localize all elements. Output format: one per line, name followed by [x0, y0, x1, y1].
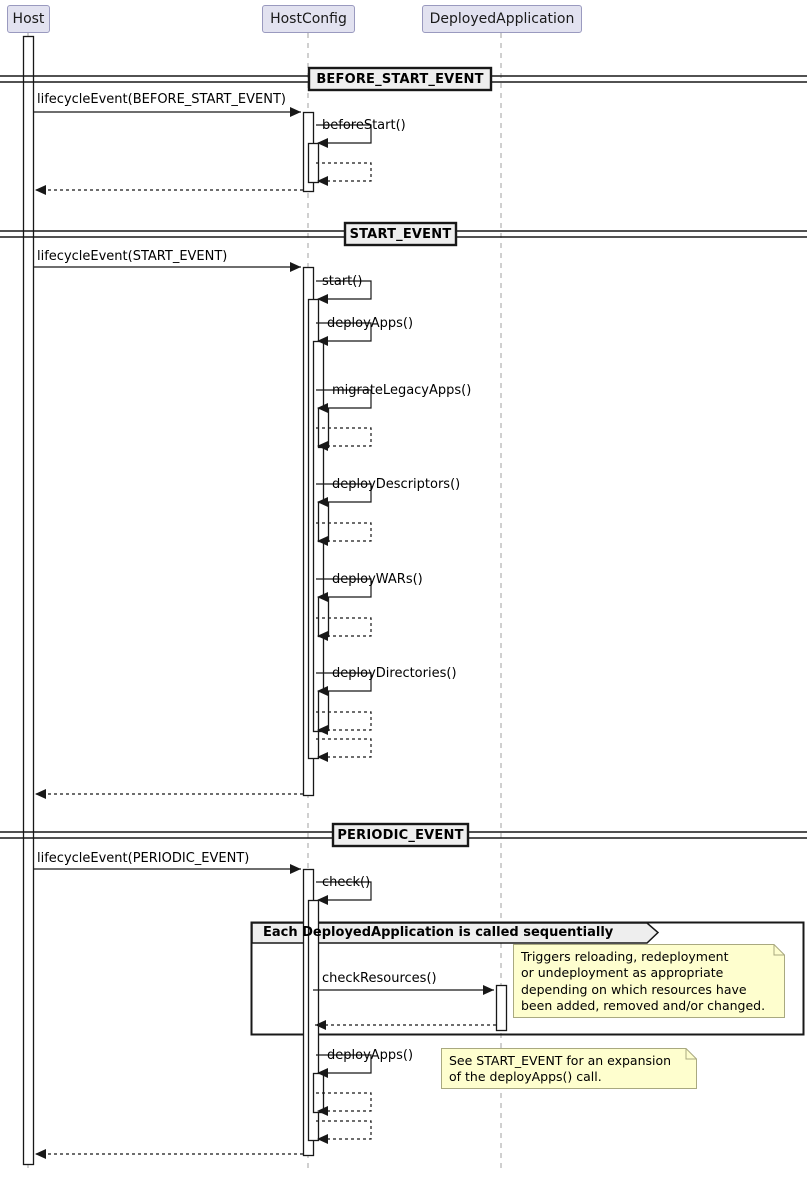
message-label-m20: checkResources() — [322, 971, 437, 986]
divider-label-periodic: PERIODIC_EVENT — [337, 827, 464, 843]
arrowhead — [317, 176, 328, 186]
self-message-m19 — [316, 881, 372, 901]
participant-hostconfig[interactable]: HostConfig — [262, 5, 355, 33]
self-message-m14 — [316, 672, 372, 692]
message-label-m2: beforeStart() — [322, 118, 406, 133]
arrowhead — [317, 336, 328, 346]
arrowhead — [317, 294, 328, 304]
message-label-m10: deployDescriptors() — [332, 477, 461, 492]
arrowhead — [483, 985, 494, 995]
arrowhead — [35, 789, 46, 799]
arrowhead — [317, 1134, 328, 1144]
self-message-m22 — [316, 1054, 372, 1074]
message-label-m19: check() — [322, 875, 371, 890]
message-label-m6: start() — [322, 274, 363, 289]
message-label-m5: lifecycleEvent(START_EVENT) — [37, 249, 228, 264]
activation-bar-act-hc-2c3 — [317, 596, 330, 638]
arrowhead — [317, 536, 328, 546]
message-label-m14: deployDirectories() — [332, 666, 457, 681]
frame-title-tab-loop-frame — [251, 922, 660, 944]
arrowhead — [317, 592, 328, 602]
divider-label-before-start: BEFORE_START_EVENT — [316, 71, 484, 87]
divider-label-start: START_EVENT — [349, 226, 452, 242]
participant-host[interactable]: Host — [7, 5, 50, 33]
activation-bar-act-hc-2c4 — [317, 690, 330, 732]
note-body-note-checkresources — [513, 944, 785, 1018]
divider-box-periodic — [331, 822, 470, 848]
message-label-m7: deployApps() — [327, 316, 414, 331]
message-label-m22: deployApps() — [327, 1048, 414, 1063]
arrowhead — [317, 725, 328, 735]
arrowhead — [290, 107, 301, 117]
self-message-m10 — [316, 483, 372, 503]
frame-title-loop-frame: Each DeployedApplication is called seque… — [263, 925, 614, 940]
divider-box-start — [343, 221, 458, 247]
arrowhead — [317, 138, 328, 148]
arrowhead — [317, 686, 328, 696]
activation-bar-act-hc-3a — [307, 899, 320, 1142]
note-fold-note-deployapps — [685, 1048, 697, 1060]
arrowhead — [317, 631, 328, 641]
arrowhead — [315, 1020, 326, 1030]
note-text-note-deployapps: See START_EVENT for an expansion of the … — [449, 1053, 672, 1085]
arrowhead — [317, 752, 328, 762]
arrowhead — [317, 403, 328, 413]
self-message-m7 — [316, 322, 372, 342]
message-label-m18: lifecycleEvent(PERIODIC_EVENT) — [37, 851, 250, 866]
activation-bar-act-da-1 — [495, 984, 508, 1032]
arrowhead — [317, 895, 328, 905]
activation-bar-act-hc-2c2 — [317, 501, 330, 543]
arrowhead — [290, 262, 301, 272]
note-body-note-deployapps — [441, 1048, 697, 1089]
message-label-m12: deployWARs() — [332, 572, 423, 587]
message-label-m1: lifecycleEvent(BEFORE_START_EVENT) — [37, 92, 286, 107]
self-message-m2 — [316, 124, 372, 144]
arrowhead — [317, 441, 328, 451]
activation-bar-act-host-1 — [22, 35, 35, 1166]
arrowhead — [317, 1068, 328, 1078]
participant-deployedapplication[interactable]: DeployedApplication — [422, 5, 582, 33]
divider-box-before-start — [307, 66, 493, 92]
self-message-m6 — [316, 280, 372, 300]
note-fold-note-checkresources — [773, 944, 785, 956]
self-message-m8 — [316, 389, 372, 409]
arrowhead — [35, 185, 46, 195]
self-message-m12 — [316, 578, 372, 598]
arrowhead — [290, 864, 301, 874]
arrowhead — [317, 1106, 328, 1116]
arrowhead — [35, 1149, 46, 1159]
arrowhead — [317, 497, 328, 507]
note-text-note-checkresources: Triggers reloading, redeployment or unde… — [521, 949, 766, 1014]
message-label-m8: migrateLegacyApps() — [332, 383, 472, 398]
